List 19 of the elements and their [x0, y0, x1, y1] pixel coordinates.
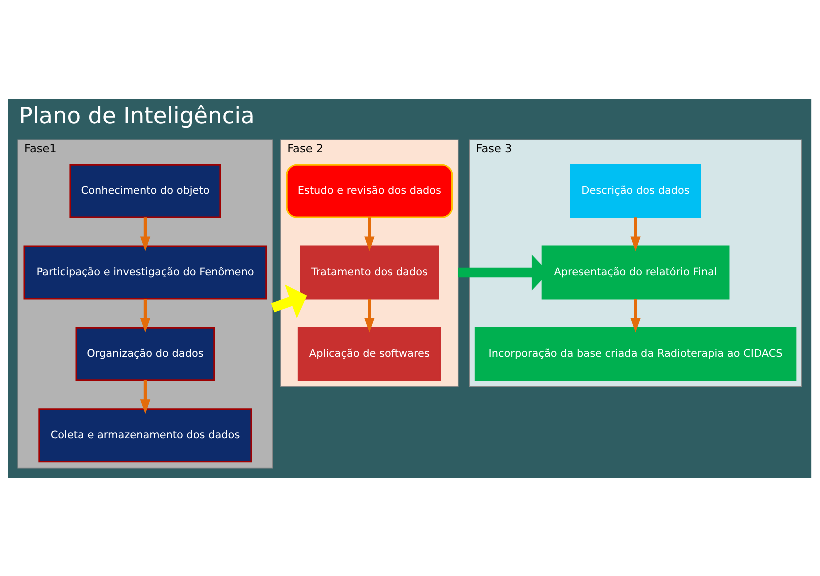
node-box: Incorporação da base criada da Radioterapia ao CIDACS: [474, 326, 797, 381]
arrow: [140, 298, 151, 332]
node-box: Estudo e revisão dos dados: [286, 164, 454, 218]
node-box: Coleta e armazenamento dos dados: [38, 408, 252, 462]
arrow: [364, 298, 375, 332]
arrow: [140, 380, 151, 414]
node-box: Participação e investigação do Fenômeno: [24, 245, 268, 300]
arrow: [364, 217, 375, 251]
node-box: Apresentação do relatório Final: [542, 245, 730, 300]
node-box: Descrição dos dados: [570, 164, 702, 218]
diagram-title: Plano de Inteligência: [19, 103, 255, 130]
arrow: [630, 298, 641, 332]
arrow: [630, 217, 641, 251]
node-box: Conhecimento do objeto: [70, 164, 222, 218]
node-box: Tratamento dos dados: [300, 245, 440, 300]
node-box: Aplicação de softwares: [298, 326, 442, 381]
arrow: [271, 284, 308, 318]
arrow: [140, 217, 151, 251]
node-box: Organização do dados: [76, 326, 216, 381]
